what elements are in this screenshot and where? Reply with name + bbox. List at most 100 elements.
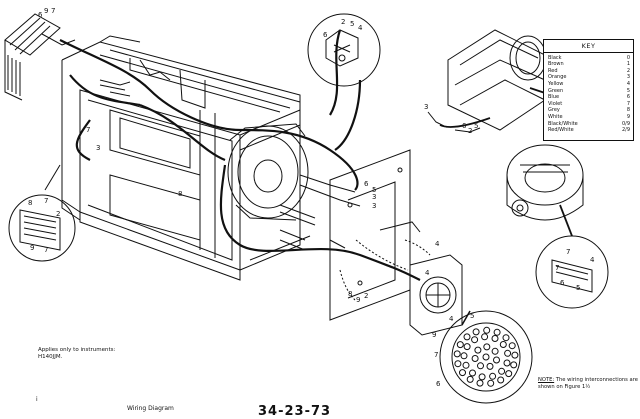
callout: 6 <box>38 11 43 19</box>
callout: 2 <box>364 292 368 300</box>
key-code: 9 <box>626 113 630 120</box>
callout: 2 <box>341 18 345 26</box>
key-row: Green 5 <box>548 88 630 95</box>
connector-pin <box>471 336 479 344</box>
key-color: Red <box>548 67 558 74</box>
figure-caption: Wiring Diagram <box>127 405 174 412</box>
callout: 6 <box>364 180 369 188</box>
callout: 8 <box>178 190 182 198</box>
key-code: 6 <box>626 94 630 101</box>
callouts-center: 4 5 3 8 9 2 4 <box>348 186 440 304</box>
connector-pin <box>456 341 464 349</box>
connector-pin <box>460 352 468 360</box>
callout: 7 <box>566 248 570 256</box>
wiring-note-label: NOTE: <box>538 377 555 383</box>
key-color: White <box>548 113 563 120</box>
connector-pin <box>482 353 490 361</box>
callout: 7 <box>44 246 48 254</box>
callouts-panel-left: 8 7 3 <box>86 126 182 198</box>
connector-pin <box>471 355 479 362</box>
wiring-note: NOTE: The wiring interconnections are sh… <box>538 377 638 390</box>
connector-pin <box>489 372 497 380</box>
callout: 2 <box>468 127 472 135</box>
callout: 5 <box>350 20 354 28</box>
callouts-small: 6 3 <box>364 180 376 210</box>
key-row: Yellow 4 <box>548 81 630 88</box>
applies-note-line1: Applies only to instruments: <box>38 347 116 353</box>
callout: 9 <box>356 296 360 304</box>
connector-pin <box>483 326 491 334</box>
connector-pin <box>474 346 482 354</box>
callout: 6 <box>323 31 328 39</box>
callouts-top-circle: 6 2 5 4 <box>323 18 363 39</box>
connector-pin <box>463 343 471 351</box>
harness-connector <box>4 13 76 101</box>
chassis <box>61 35 316 281</box>
connector-pin <box>508 342 516 350</box>
key-row: Blue 6 <box>548 94 630 101</box>
margin-mark: i <box>36 396 38 403</box>
callout: 6 <box>436 380 441 388</box>
callout: 3 <box>372 202 376 210</box>
key-code: 2/9 <box>621 127 630 134</box>
callout: 6 <box>462 122 467 130</box>
connector-pin <box>477 362 484 370</box>
key-code: 0/9 <box>621 120 630 127</box>
callout: 7 <box>51 7 55 15</box>
connector-pin <box>504 349 512 357</box>
connector-pin <box>505 370 513 378</box>
connector-pin <box>491 335 499 342</box>
key-color: Green <box>548 87 564 94</box>
callout: 8 <box>28 199 32 207</box>
key-color: Black <box>548 54 562 61</box>
key-code: 4 <box>626 80 630 87</box>
callout: 8 <box>348 290 352 298</box>
key-title: KEY <box>544 40 633 53</box>
connector-pin <box>502 334 510 342</box>
connector-pin <box>511 351 519 359</box>
callout: 3 <box>424 103 428 111</box>
connector-pin <box>466 375 474 383</box>
callout: 7 <box>44 197 48 205</box>
connector-pin <box>493 328 501 336</box>
callout: 6 <box>560 279 565 287</box>
connector-pin <box>503 359 511 367</box>
key-color: Violet <box>548 100 563 107</box>
callout: 5 <box>576 284 580 292</box>
key-code: 5 <box>626 87 630 94</box>
callout: 2 <box>56 210 60 218</box>
connector-pin <box>469 369 476 377</box>
key-color: Brown <box>548 61 564 68</box>
callouts-bottom-circle: 4 5 9 7 6 <box>432 312 474 388</box>
key-code: 7 <box>626 100 630 107</box>
detail-circle-top <box>307 13 381 87</box>
callouts-top-left: 6 9 7 <box>38 7 55 19</box>
key-code: 2 <box>626 67 630 74</box>
callout: 4 <box>425 269 430 277</box>
callout: 5 <box>372 186 376 194</box>
callout: 9 <box>30 244 34 252</box>
wire-branches <box>44 79 361 249</box>
chassis-motor <box>227 123 309 221</box>
applies-note: Applies only to instruments: H140JJM. <box>38 347 158 361</box>
callout: 7 <box>555 264 559 272</box>
key-color: Blue <box>548 94 560 101</box>
callout: 4 <box>435 240 440 248</box>
connector-pin <box>481 333 489 341</box>
connector-pin <box>462 361 470 369</box>
key-row: Red 2 <box>548 68 630 75</box>
connector-pin <box>493 356 500 364</box>
applies-note-line2: H140JJM. <box>38 354 63 360</box>
connector-pin <box>498 367 506 375</box>
callout: 7 <box>434 351 438 359</box>
wire-harness <box>59 29 421 281</box>
key-color: Yellow <box>548 80 564 87</box>
key-color: Black/White <box>548 120 578 127</box>
callouts-top-right: 3 6 2 5 <box>424 103 478 135</box>
callout: 7 <box>86 126 90 134</box>
